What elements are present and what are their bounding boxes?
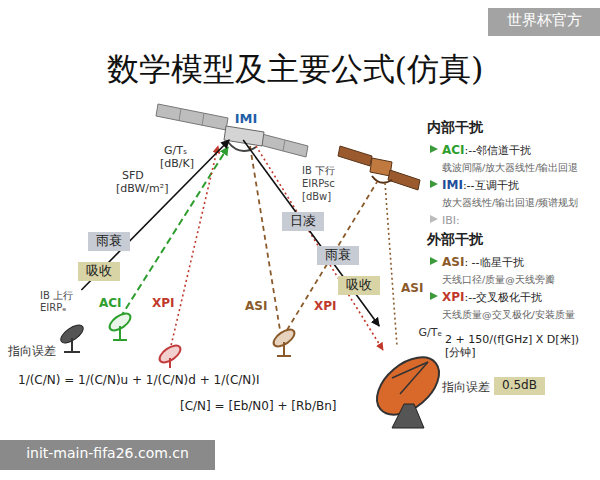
signal-label: ASI <box>245 300 267 314</box>
legend-row: ACI:--邻信道干扰 <box>442 140 531 158</box>
legend-text: IMI <box>442 178 463 192</box>
rain-fade-box: 雨衰 <box>317 246 359 265</box>
annotation: [C/N] = [Eb/N0] + [Rb/Bn] <box>180 400 337 414</box>
annotation: [dBW/m²] <box>116 183 168 196</box>
dish-red <box>157 342 184 368</box>
absorption-box: 吸收 <box>78 262 120 281</box>
node-text: 日凌 <box>290 214 316 229</box>
receive-station: G/Tₑ <box>372 326 444 426</box>
annotation: 指向误差 <box>442 381 490 395</box>
legend-row: 外部干扰 <box>427 230 483 248</box>
legend-text: ACI <box>442 143 465 157</box>
legend-row: IBI: <box>442 210 460 228</box>
absorption-box: 吸收 <box>338 276 380 295</box>
asi-path <box>287 182 377 330</box>
signal-link <box>81 140 229 290</box>
annotation: IB 下行 <box>302 165 335 177</box>
legend-text: 外部干扰 <box>427 231 483 247</box>
legend-text: :--互调干扰 <box>463 179 519 192</box>
legend-row: 载波间隔/放大器线性/输出回退 <box>442 157 578 175</box>
annotation: 1/(C/N) = 1/(C/N)u + 1/(C/N)d + 1/(C/N)I <box>18 374 260 388</box>
aci-path <box>120 147 228 318</box>
node-text: 吸收 <box>346 278 372 293</box>
legend-text: 天线口径/质量@天线旁瓣 <box>442 274 555 285</box>
legend-text: :--交叉极化干扰 <box>465 291 543 304</box>
legend-row: XPI:--交叉极化干扰 <box>442 287 542 305</box>
adjacent-satellite <box>338 146 420 190</box>
annotation: SFD <box>122 170 144 183</box>
annotation: G/Tₛ <box>164 145 187 158</box>
legend-text: 内部干扰 <box>427 119 483 135</box>
node-text: 0.5dB <box>502 379 537 393</box>
legend-text: :--邻信道干扰 <box>465 144 532 157</box>
node-text: 雨衰 <box>325 248 351 263</box>
legend-row: 放大器线性/输出回退/频谱规划 <box>442 192 578 210</box>
node-text: IMI <box>218 112 274 127</box>
uplink-station: IB 上行 EIRPₑ <box>40 290 86 322</box>
xpi-path <box>256 146 383 350</box>
main-satellite <box>156 104 308 157</box>
legend-text: 放大器线性/输出回退/频谱规划 <box>442 197 578 208</box>
sun-outage-box: 日凌 <box>282 212 324 231</box>
watermark-band: init-main-fifa26.com.cn <box>0 440 215 470</box>
asi-path <box>385 183 397 346</box>
node-text: IB 上行 EIRPₑ <box>40 290 86 313</box>
node-text: 世界杯官方 <box>492 12 596 29</box>
signal-label: ACI <box>99 297 122 311</box>
legend-text: IBI: <box>442 214 460 227</box>
legend-row: ASI: --临星干扰 <box>442 252 524 270</box>
legend-row: 内部干扰 <box>427 118 483 136</box>
legend-text: 载波间隔/放大器线性/输出回退 <box>442 162 578 173</box>
legend-row: 天线质量@交叉极化/安装质量 <box>442 304 575 322</box>
annotation: [dBw] <box>302 191 331 203</box>
node-text: G/Tₑ <box>374 327 442 340</box>
signal-label: ASI <box>401 282 423 296</box>
legend-text: 天线质量@交叉极化/安装质量 <box>442 309 575 320</box>
badge: 世界杯官方 <box>488 8 600 36</box>
annotation: 2 + 150/(f[GHz] X D[米]) [分钟] <box>445 334 595 359</box>
signal-label: XPI <box>314 300 337 314</box>
dish-brown <box>271 326 298 356</box>
dish-green <box>107 310 134 340</box>
dish-dark <box>58 322 86 352</box>
slide-title: 数学模型及主要公式(仿真) <box>0 48 590 92</box>
rain-fade-box: 雨衰 <box>88 232 130 251</box>
annotation: 指向误差 <box>8 345 56 359</box>
legend-row: 天线口径/质量@天线旁瓣 <box>442 269 555 287</box>
legend-row: IMI:--互调干扰 <box>442 175 519 193</box>
signal-label: XPI <box>152 297 175 311</box>
dish-large <box>366 346 449 428</box>
loss-box: 0.5dB <box>494 377 545 395</box>
satellite: IMI <box>218 112 274 140</box>
node-text: 吸收 <box>86 264 112 279</box>
node-text: init-main-fifa26.com.cn <box>4 445 211 461</box>
node-text: 雨衰 <box>96 234 122 249</box>
signal-link <box>243 140 379 326</box>
legend-text: : --临星干扰 <box>464 256 523 269</box>
legend-text: ASI <box>442 255 464 269</box>
annotation: EIRPsc <box>302 178 335 190</box>
bullets <box>430 145 438 300</box>
annotation: [dB/K] <box>160 158 194 171</box>
legend-text: XPI <box>442 290 465 304</box>
